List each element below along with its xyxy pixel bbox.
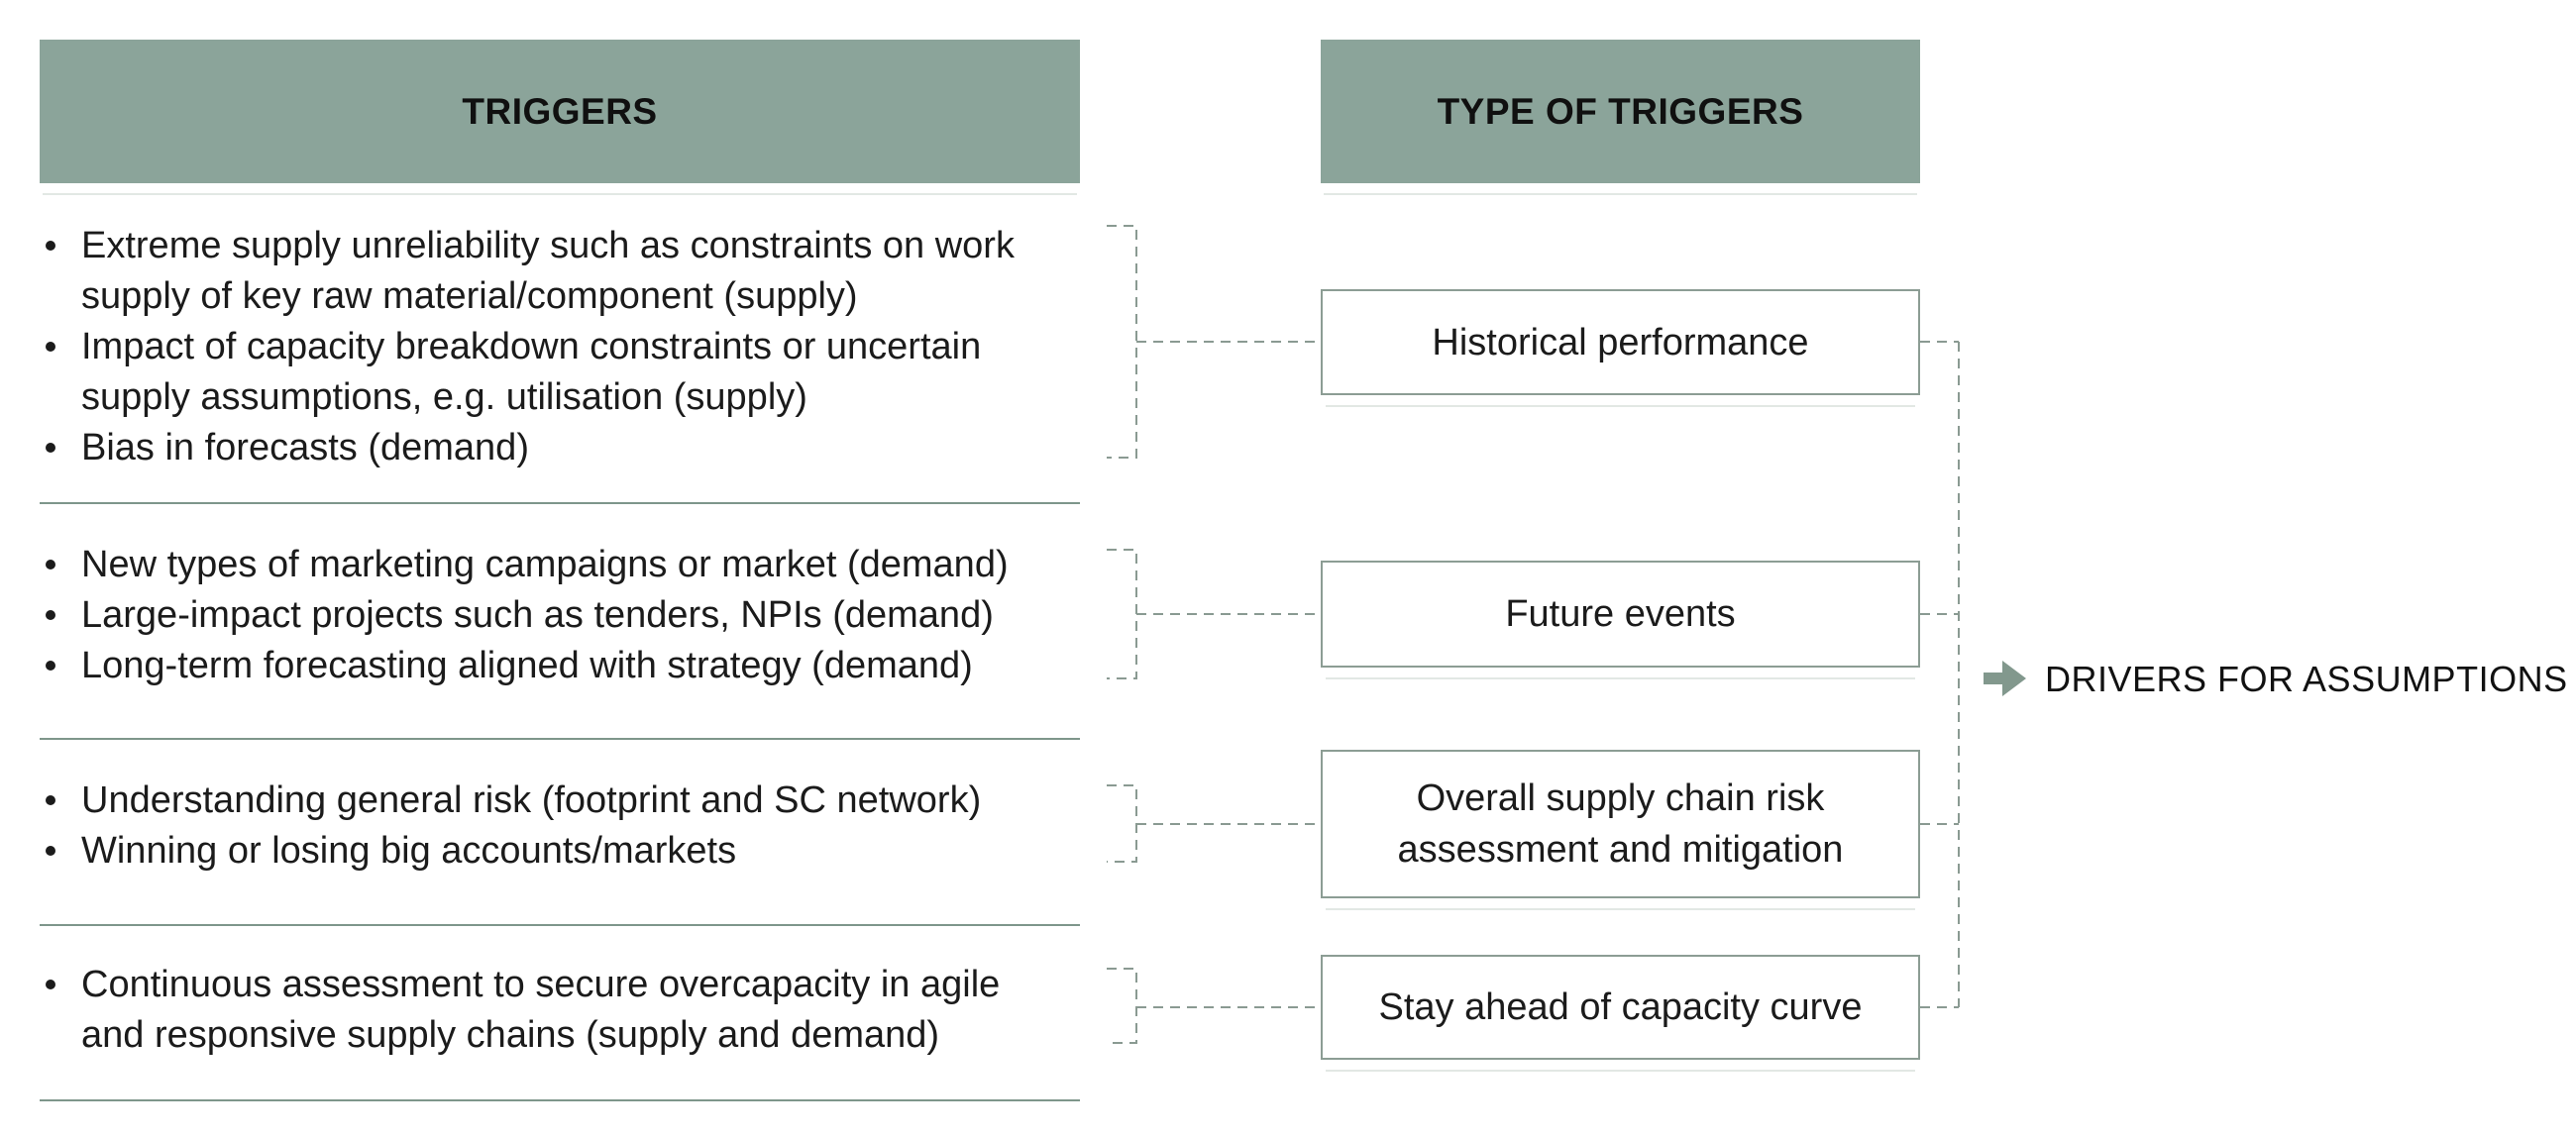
bullet-text: Understanding general risk (footprint an… [81, 779, 982, 821]
list-item: Large-impact projects such as tenders, N… [40, 590, 1090, 641]
bracket-group-3 [1107, 784, 1137, 863]
type-of-triggers-header-label: TYPE OF TRIGGERS [1437, 90, 1804, 132]
triggers-header: TRIGGERS [40, 40, 1080, 195]
type-box-future-events: Future events [1321, 561, 1920, 679]
section-divider [40, 502, 1080, 504]
list-item: Continuous assessment to secure overcapa… [40, 960, 1090, 1061]
type-box-overall-risk: Overall supply chain risk assessment and… [1321, 750, 1920, 910]
bullet-text: supply assumptions, e.g. utilisation (su… [81, 376, 807, 418]
type-box-label: assessment and mitigation [1397, 829, 1844, 871]
bullet-text: and responsive supply chains (supply and… [81, 1014, 940, 1056]
bullet-text: Large-impact projects such as tenders, N… [81, 594, 994, 636]
triggers-header-label: TRIGGERS [462, 90, 658, 132]
bullet-text: Winning or losing big accounts/markets [81, 830, 737, 872]
trigger-group-1: Extreme supply unreliability such as con… [40, 221, 1090, 473]
list-item: Bias in forecasts (demand) [40, 423, 1090, 473]
trigger-group-2: New types of marketing campaigns or mark… [40, 540, 1090, 691]
list-item: New types of marketing campaigns or mark… [40, 540, 1090, 590]
bracket-group-1 [1107, 225, 1137, 459]
list-item: Winning or losing big accounts/markets [40, 826, 1090, 877]
bullet-text: Impact of capacity breakdown constraints… [81, 326, 982, 367]
section-divider [40, 738, 1080, 740]
bracket-group-4 [1107, 968, 1137, 1044]
bullet-text: Bias in forecasts (demand) [81, 427, 529, 468]
drivers-for-assumptions-label: DRIVERS FOR ASSUMPTIONS [2045, 659, 2568, 699]
type-box-label: Historical performance [1432, 321, 1809, 363]
section-divider [40, 924, 1080, 926]
type-of-triggers-header: TYPE OF TRIGGERS [1321, 40, 1920, 195]
list-item: Impact of capacity breakdown constraints… [40, 322, 1090, 423]
list-item: Understanding general risk (footprint an… [40, 776, 1090, 826]
type-box-label: Future events [1505, 593, 1736, 635]
type-box-label: Overall supply chain risk [1416, 777, 1825, 819]
bracket-group-2 [1107, 549, 1137, 679]
list-item: Long-term forecasting aligned with strat… [40, 641, 1090, 691]
type-box-label: Stay ahead of capacity curve [1378, 986, 1863, 1028]
section-divider [40, 1099, 1080, 1101]
trigger-group-4: Continuous assessment to secure overcapa… [40, 960, 1090, 1061]
list-item: Extreme supply unreliability such as con… [40, 221, 1090, 322]
bullet-text: New types of marketing campaigns or mark… [81, 544, 1009, 585]
type-box-capacity-curve: Stay ahead of capacity curve [1321, 955, 1920, 1072]
type-box-historical-performance: Historical performance [1321, 289, 1920, 407]
right-arrow-icon [1984, 661, 2026, 696]
bullet-text: Long-term forecasting aligned with strat… [81, 645, 973, 686]
trigger-group-3: Understanding general risk (footprint an… [40, 776, 1090, 877]
bullet-text: Extreme supply unreliability such as con… [81, 225, 1015, 266]
bullet-text: Continuous assessment to secure overcapa… [81, 964, 1001, 1005]
bullet-text: supply of key raw material/component (su… [81, 275, 858, 317]
